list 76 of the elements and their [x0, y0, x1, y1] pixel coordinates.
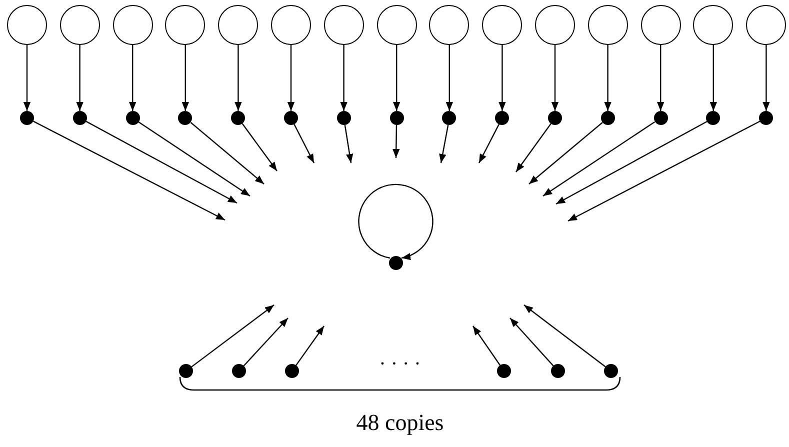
- open-circle: [165, 5, 206, 45]
- filled-dot: [284, 111, 298, 125]
- open-circle: [324, 5, 364, 45]
- arrow: [393, 45, 400, 111]
- filled-dot: [654, 111, 668, 125]
- filled-dot: [551, 364, 565, 378]
- copies-label: 48 copies: [355, 409, 445, 437]
- open-circle: [376, 5, 417, 45]
- open-circle: [640, 5, 681, 45]
- open-circle: [7, 5, 47, 45]
- filled-dot: [548, 111, 562, 125]
- filled-dot: [706, 111, 720, 125]
- filled-dot: [72, 111, 87, 125]
- arrow: [190, 122, 264, 184]
- open-circle: [588, 5, 628, 45]
- filled-dot: [231, 111, 246, 125]
- filled-dot: [232, 364, 246, 378]
- arrow: [23, 45, 31, 111]
- open-circle: [112, 5, 153, 45]
- filled-dot: [600, 111, 615, 125]
- arrow: [604, 45, 612, 111]
- arrow: [657, 45, 664, 111]
- arrow: [528, 122, 603, 184]
- arrow: [568, 120, 760, 222]
- arrow: [243, 318, 288, 366]
- arrow: [478, 124, 500, 164]
- open-circle: [218, 5, 258, 45]
- self-loop-arrow: [358, 184, 434, 260]
- open-circle: [693, 5, 734, 45]
- arrow: [344, 124, 354, 164]
- filled-dot: [336, 111, 351, 125]
- arrow: [294, 124, 315, 164]
- arrow: [439, 124, 449, 164]
- filled-dot: [442, 111, 456, 125]
- arrow: [191, 304, 274, 368]
- arrow: [234, 45, 242, 111]
- open-circle: [482, 5, 522, 45]
- arrow: [392, 125, 400, 158]
- arrow: [516, 123, 552, 172]
- filled-dot: [179, 364, 193, 378]
- arrow: [542, 121, 656, 196]
- filled-dot: [285, 364, 299, 378]
- arrow: [76, 45, 84, 111]
- arrow: [138, 121, 250, 196]
- arrow: [551, 45, 559, 111]
- filled-dot: [495, 111, 510, 125]
- arrow: [556, 120, 708, 205]
- filled-dot: [126, 111, 140, 125]
- arrow: [524, 304, 606, 368]
- open-circle: [271, 5, 311, 45]
- arrow: [340, 45, 348, 111]
- open-circle: [746, 5, 786, 45]
- arrow: [86, 120, 238, 204]
- filled-dot: [178, 111, 192, 125]
- filled-dot: [497, 364, 511, 378]
- arrow: [710, 45, 717, 111]
- open-circle: [535, 5, 575, 45]
- open-circle: [429, 5, 470, 45]
- arrow: [287, 45, 295, 111]
- arrow: [472, 326, 501, 366]
- filled-dot: [604, 364, 618, 378]
- arrow: [446, 45, 453, 111]
- filled-dot: [20, 111, 34, 125]
- arrow: [182, 45, 189, 111]
- open-circle: [60, 5, 100, 45]
- filled-dot: [389, 256, 403, 270]
- ellipsis: · · · ·: [378, 352, 422, 376]
- arrow: [129, 45, 136, 111]
- arrow: [510, 318, 554, 366]
- arrow: [762, 45, 770, 111]
- arrow: [32, 120, 226, 221]
- arrow: [296, 326, 324, 366]
- filled-dot: [390, 111, 404, 125]
- filled-dot: [759, 111, 774, 125]
- arrow: [242, 123, 278, 172]
- arrow: [498, 45, 506, 111]
